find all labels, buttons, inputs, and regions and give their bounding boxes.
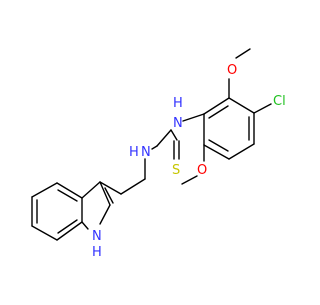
oxygen-top-label: O — [227, 63, 237, 78]
amine-left: N H — [129, 145, 158, 160]
indole-pyrrole-ring: N H — [81, 181, 114, 260]
chloro-substituent: Cl — [253, 94, 286, 114]
molecule-structure: O O Cl N H S N H — [31, 48, 286, 260]
oxygen-bottom-label: O — [197, 163, 207, 178]
ethyl-linker — [99, 158, 146, 195]
nitrogen-upper-label: N — [173, 116, 183, 131]
amine-upper: N H — [173, 96, 205, 131]
sulfur-label: S — [172, 163, 180, 178]
nitrogen-left-label: N — [141, 145, 151, 160]
indole-nitrogen-label: N — [92, 229, 102, 244]
chlorine-label: Cl — [273, 94, 286, 109]
indole-hydrogen-label: H — [92, 245, 102, 260]
methoxy-bottom: O — [181, 144, 207, 185]
thiourea-core: S — [156, 129, 180, 178]
indole-benzene-ring — [31, 182, 83, 241]
molecule-canvas: O O Cl N H S N H — [31, 48, 286, 260]
phenyl-ring — [203, 97, 255, 160]
hydrogen-left-label: H — [129, 145, 139, 160]
methoxy-top: O — [227, 48, 251, 99]
hydrogen-upper-label: H — [173, 96, 183, 111]
